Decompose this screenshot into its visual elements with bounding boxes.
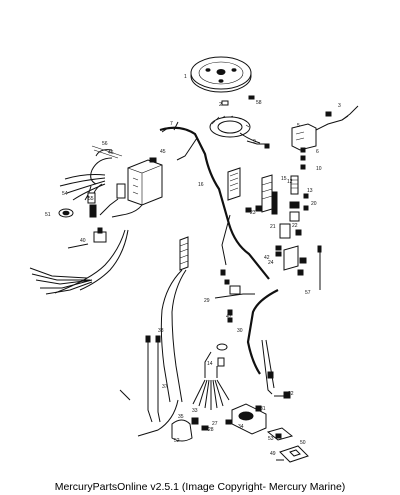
callout-52: 52 [174,438,180,444]
switch-box [111,157,163,218]
callout-54: 54 [62,191,68,197]
callout-58: 58 [256,100,262,106]
left-cables [29,229,129,295]
key-switch [225,403,267,435]
callout-12: 12 [287,179,293,185]
harness-plug [171,351,230,442]
callout-23: 23 [250,210,256,216]
flywheel-nut [221,95,255,106]
solenoid-group [275,175,322,290]
callout-56: 56 [102,141,108,147]
callout-43: 43 [301,258,307,264]
rectifier [291,115,349,170]
callout-40: 40 [80,238,86,244]
cover-plate [276,445,309,463]
callout-45: 45 [160,149,166,155]
callout-29: 29 [204,298,210,304]
callout-55: 55 [88,196,94,202]
callout-2: 2 [219,102,222,108]
mid-parts [160,236,255,403]
mounting-plate [266,427,294,441]
callout-57: 57 [305,290,311,296]
right-wire [264,105,359,149]
terminal-blocks [227,167,278,215]
callout-10: 10 [316,166,322,172]
callout-1: 1 [184,74,187,80]
callout-31: 31 [260,406,266,412]
callout-15: 15 [281,176,287,182]
callout-37: 37 [162,384,168,390]
callout-49: 49 [270,451,276,457]
right-lower-harness [246,289,291,399]
callout-20: 20 [311,201,317,207]
callout-46: 46 [108,150,114,156]
callout-5: 5 [297,123,300,129]
callout-53: 53 [268,436,274,442]
callout-27: 27 [212,421,218,427]
callout-30: 30 [237,328,243,334]
ignition-coils [58,183,126,243]
main-harness [159,121,270,280]
callout-28: 28 [208,427,214,433]
callout-38: 38 [158,328,164,334]
callout-42: 42 [264,255,270,261]
callout-32: 32 [288,391,294,397]
callout-21: 21 [270,224,276,230]
callout-3: 3 [338,103,341,109]
callout-34: 34 [238,424,244,430]
callout-22: 22 [292,223,298,229]
callout-33: 33 [192,408,198,414]
callout-9: 9 [253,139,256,145]
flywheel [190,56,252,93]
callout-14: 14 [207,361,213,367]
callout-7: 7 [170,121,173,127]
callout-51: 51 [45,212,51,218]
copyright-footer: MercuryPartsOnline v2.5.1 (Image Copyrig… [54,481,346,493]
lower-cables [119,335,179,437]
callout-24: 24 [268,260,274,266]
callout-16: 16 [198,182,204,188]
callout-13: 13 [307,188,313,194]
stator [209,115,265,145]
callout-50: 50 [300,440,306,446]
callout-47: 47 [226,314,232,320]
exploded-wiring-diagram: 1 2 3 5 6 7 9 10 12 13 14 15 16 20 21 22… [29,56,359,463]
callout-35: 35 [178,414,184,420]
callout-6: 6 [316,149,319,155]
